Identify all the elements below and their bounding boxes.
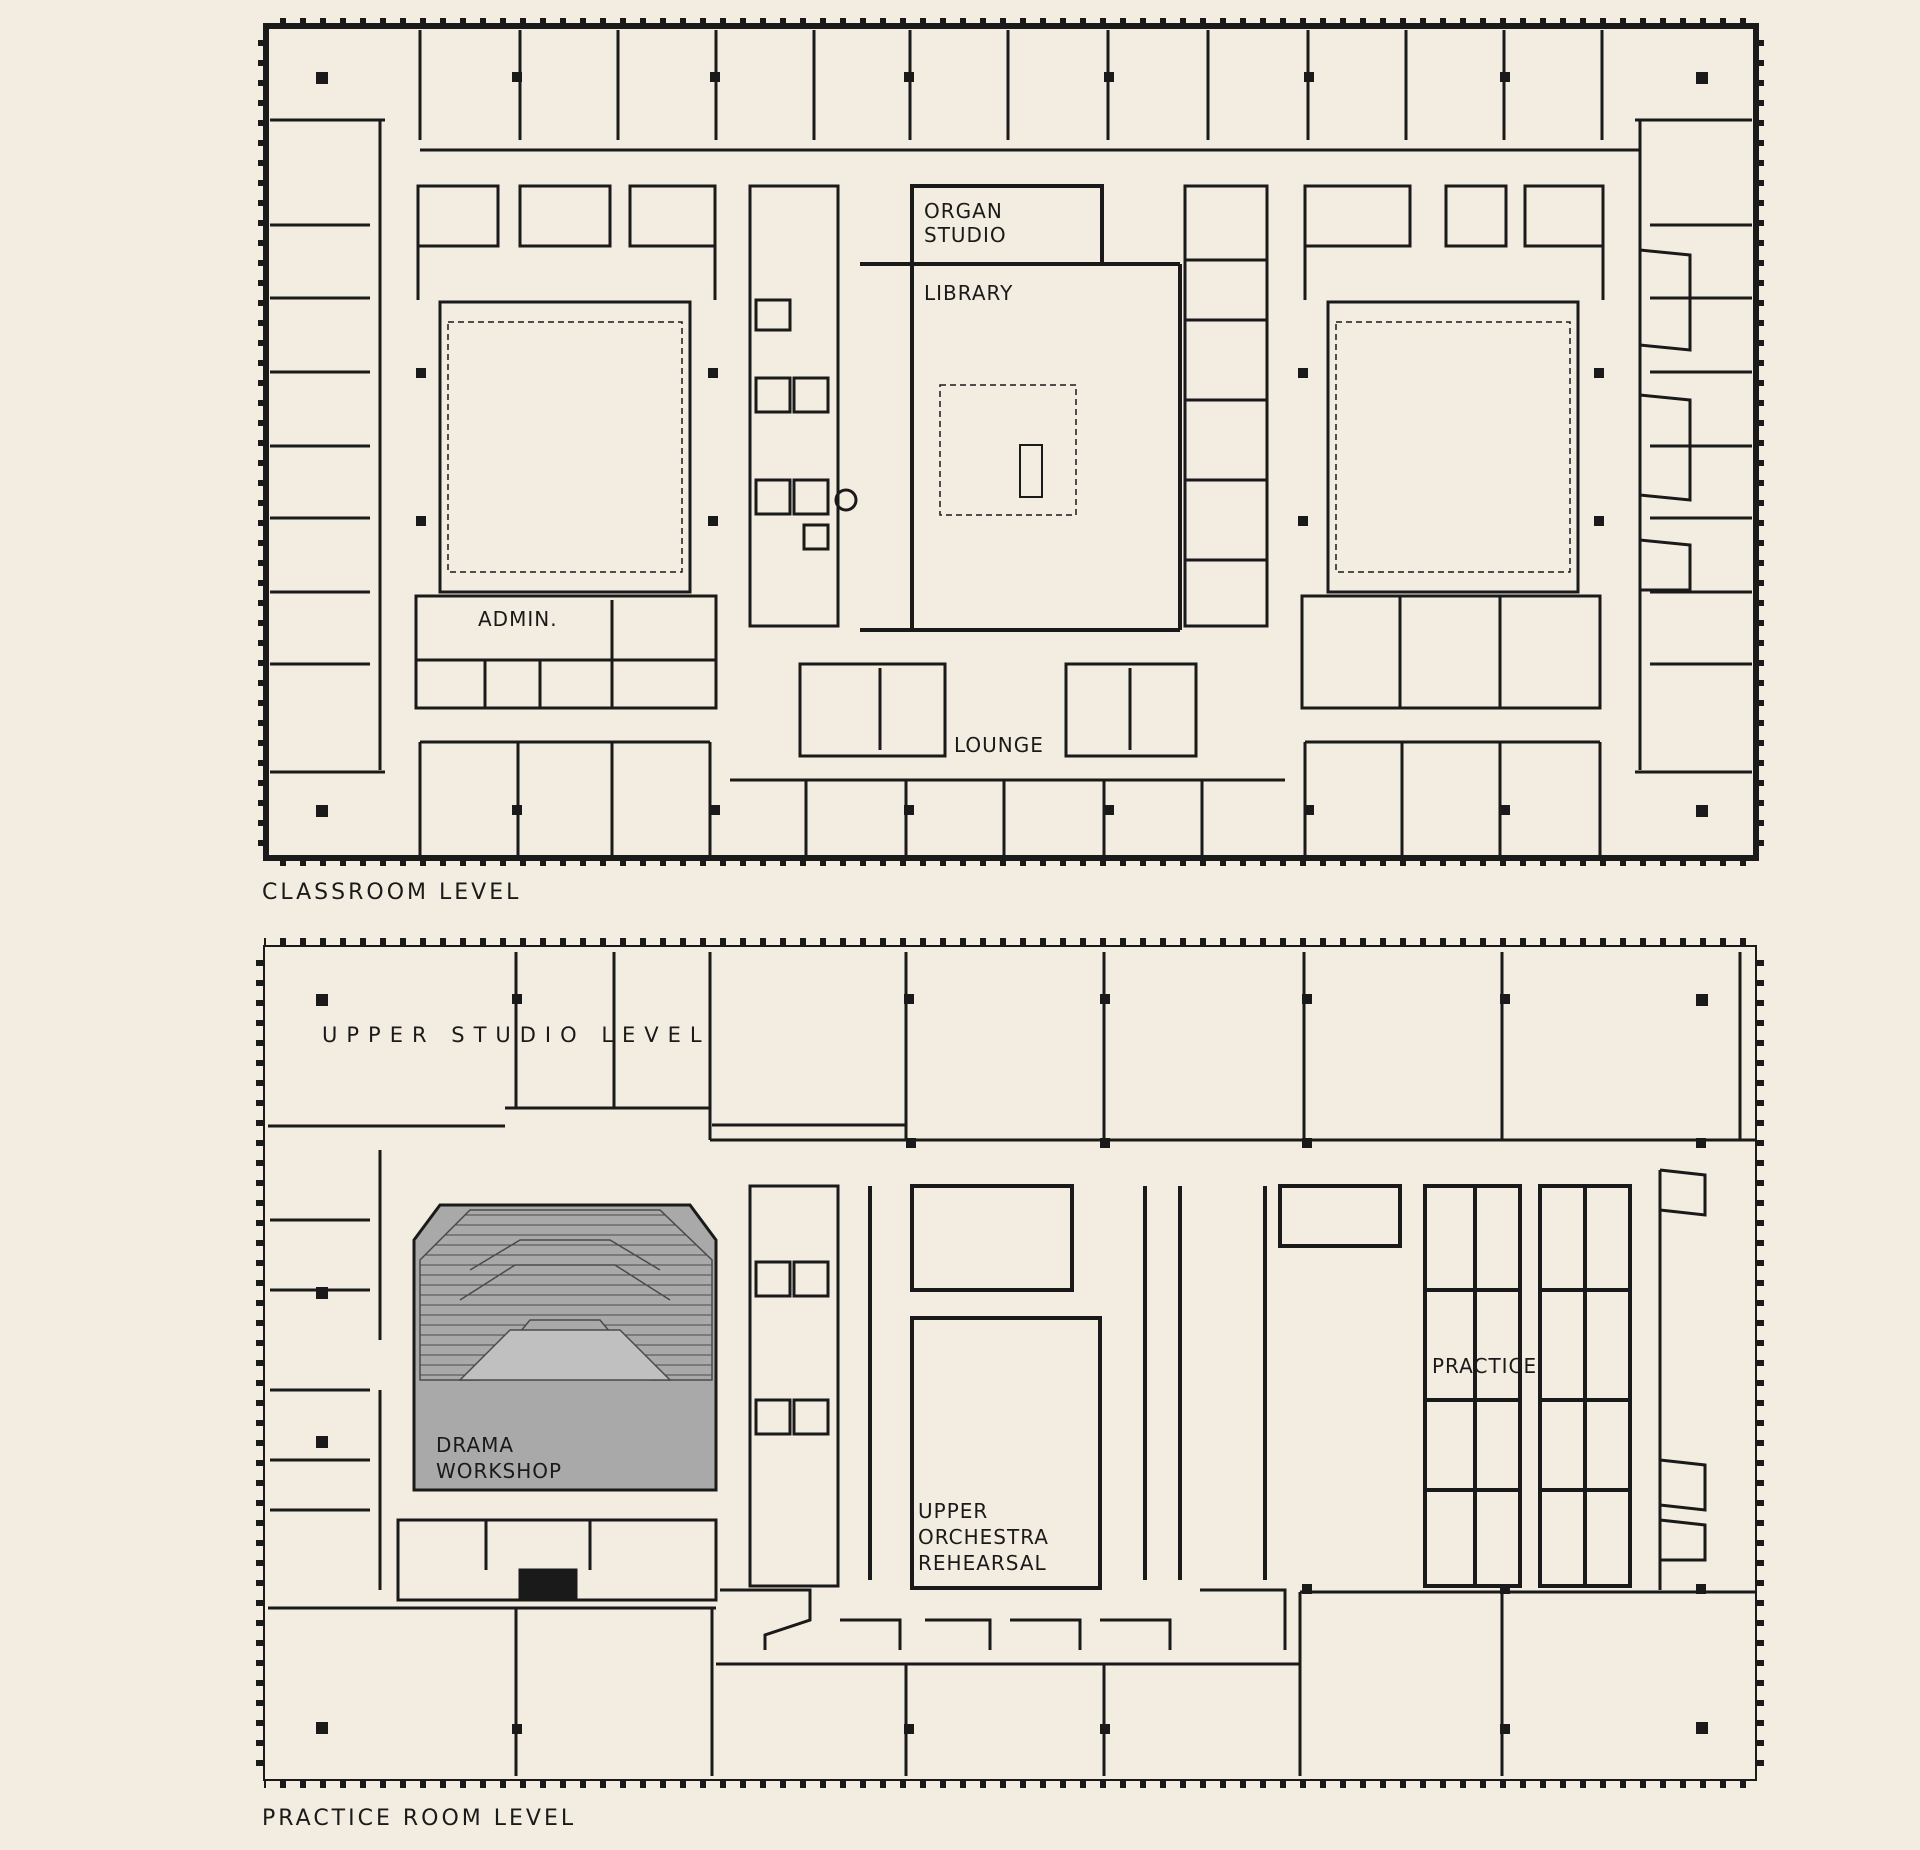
room-label-practice: PRACTICE [1432, 1354, 1537, 1378]
classroom-level-plan [258, 18, 1764, 866]
room-label-admin: ADMIN. [478, 607, 558, 631]
caption-classroom-level: CLASSROOM LEVEL [262, 880, 522, 905]
room-label-organ-studio-line2: STUDIO [924, 223, 1007, 247]
room-label-drama-workshop-line1: DRAMA [436, 1433, 514, 1457]
room-label-upper-orchestra-rehearsal-line2: ORCHESTRA [918, 1525, 1049, 1549]
drama-workshop-theater [412, 1203, 718, 1492]
caption-practice-room-level: PRACTICE ROOM LEVEL [262, 1806, 577, 1831]
room-label-upper-orchestra-rehearsal-line3: REHEARSAL [918, 1551, 1047, 1575]
room-label-lounge: LOUNGE [954, 733, 1044, 757]
room-label-upper-orchestra-rehearsal-line1: UPPER [918, 1499, 988, 1523]
room-label-library: LIBRARY [924, 281, 1013, 305]
room-label-organ-studio-line1: ORGAN [924, 199, 1003, 223]
room-label-drama-workshop-line2: WORKSHOP [436, 1459, 562, 1483]
practice-room-level-plan [256, 938, 1764, 1788]
room-label-upper-studio-level: UPPER STUDIO LEVEL [322, 1023, 711, 1047]
